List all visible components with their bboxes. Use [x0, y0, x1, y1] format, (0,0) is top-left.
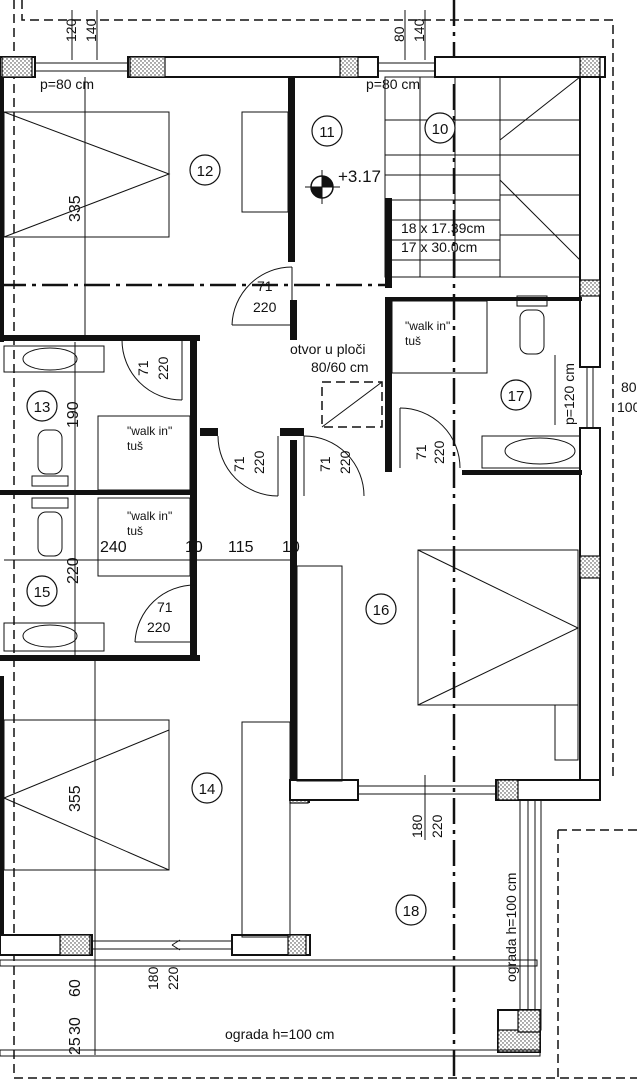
room-label-18: 18	[395, 894, 427, 926]
interior-walls	[0, 77, 601, 956]
room-label-13: 13	[26, 390, 58, 422]
staircase	[384, 76, 581, 278]
dimension-lines	[4, 10, 556, 1055]
railings	[0, 799, 542, 1057]
shower-label: "walk in"	[127, 424, 172, 438]
dim-30: 30	[67, 1017, 84, 1035]
dim-10-a: 10	[185, 539, 203, 556]
dim-190: 190	[65, 401, 82, 428]
bed-room-16	[296, 549, 580, 782]
dim-25: 25	[67, 1037, 84, 1055]
balcony-door-height: 220	[165, 966, 181, 990]
fixtures	[3, 295, 581, 652]
shower-label: tuš	[127, 524, 143, 538]
room-label-15: 15	[26, 575, 58, 607]
balcony-door-height: 220	[429, 814, 445, 838]
room-number: 15	[34, 584, 51, 601]
door-width: 71	[157, 599, 173, 615]
level-marker: +3.17	[305, 167, 381, 204]
right-wall	[579, 76, 601, 801]
bed-room-12	[3, 111, 289, 238]
bed-room-14	[3, 719, 291, 938]
shower-label: "walk in"	[127, 509, 172, 523]
dim-top-left-b: 140	[83, 18, 99, 42]
room-label-10: 10	[424, 112, 456, 144]
shower-label: tuš	[127, 439, 143, 453]
door-swings	[121, 266, 461, 951]
stairs-rise: 18 x 17.39cm	[401, 220, 485, 236]
dim-top-right-a: 80	[391, 26, 407, 42]
window-side-80: 80	[621, 379, 637, 395]
room-label-14: 14	[191, 772, 223, 804]
door-width: 71	[413, 444, 429, 460]
annotations: 18 x 17.39cm 17 x 30.0cm otvor u ploči 8…	[40, 18, 637, 1055]
top-wall	[0, 56, 606, 78]
door-width: 71	[257, 278, 273, 294]
door-width: 71	[231, 456, 247, 472]
balcony-door-width: 180	[145, 966, 161, 990]
window-left-label: p=80 cm	[40, 76, 94, 92]
dim-335: 335	[67, 195, 84, 222]
door-height: 220	[337, 450, 353, 474]
level-marker-text: +3.17	[338, 167, 381, 186]
room-number: 16	[373, 602, 390, 619]
window-side-100: 100	[617, 399, 637, 415]
room-number: 12	[197, 163, 214, 180]
room-label-11: 11	[311, 115, 343, 147]
stairs-tread: 17 x 30.0cm	[401, 239, 477, 255]
room-number: 13	[34, 399, 51, 416]
room-number: 14	[199, 781, 216, 798]
railing-label-right: ograda h=100 cm	[503, 873, 519, 982]
room-label-16: 16	[365, 593, 397, 625]
room-label-17: 17	[500, 379, 532, 411]
room-number: 10	[432, 121, 449, 138]
door-height: 220	[431, 440, 447, 464]
door-width: 71	[317, 456, 333, 472]
axis-lines	[0, 0, 456, 1080]
dim-10-b: 10	[282, 539, 300, 556]
door-height: 220	[155, 356, 171, 380]
shower-label: "walk in"	[405, 319, 450, 333]
dim-top-right-b: 140	[411, 18, 427, 42]
dim-60: 60	[67, 979, 84, 997]
door-height: 220	[251, 450, 267, 474]
dim-240: 240	[100, 539, 127, 556]
dim-115: 115	[228, 539, 254, 556]
dim-top-left-a: 120	[63, 18, 79, 42]
dim-355: 355	[67, 785, 84, 812]
room-number: 17	[508, 388, 525, 405]
balcony-door-width: 180	[409, 814, 425, 838]
railing-label-bottom: ograda h=100 cm	[225, 1026, 334, 1042]
window-side-label: p=120 cm	[561, 363, 577, 425]
room-labels: 10 11 12 13 14 15 16 17 18	[26, 112, 532, 926]
room-number: 11	[319, 124, 335, 141]
opening-size: 80/60 cm	[311, 359, 369, 375]
door-height: 220	[147, 619, 171, 635]
room-label-12: 12	[189, 154, 221, 186]
door-height: 220	[253, 299, 277, 315]
opening-label: otvor u ploči	[290, 341, 365, 357]
shower-label: tuš	[405, 334, 421, 348]
room-number: 18	[403, 903, 420, 920]
door-width: 71	[135, 360, 151, 376]
dim-220-left: 220	[65, 557, 82, 584]
slab-outline	[13, 0, 637, 1079]
window-right-label: p=80 cm	[366, 76, 420, 92]
